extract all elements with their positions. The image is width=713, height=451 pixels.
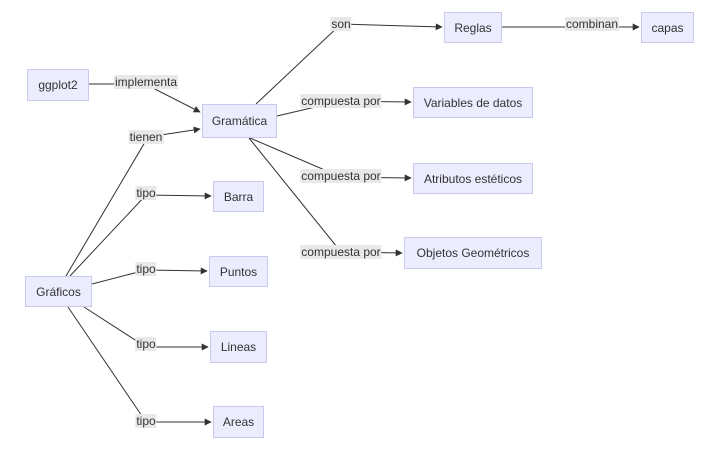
edge-label-son: son	[330, 17, 352, 31]
node-graficos[interactable]: Gráficos	[25, 276, 92, 307]
node-ggplot2-label: ggplot2	[38, 78, 78, 92]
edge-label-tipo-puntos: tipo	[135, 262, 157, 276]
node-barra-label: Barra	[223, 189, 254, 204]
node-atributos-label: Atributos estéticos	[423, 171, 523, 186]
edge-label-tipo-areas: tipo	[135, 414, 157, 428]
node-variables-de-datos[interactable]: Variables de datos	[413, 87, 533, 118]
edge-label-tienen: tienen	[128, 130, 164, 144]
node-areas-label: Areas	[222, 415, 255, 429]
edge-label-compuesta-por-variables: compuesta por	[300, 94, 382, 108]
node-capas[interactable]: capas	[641, 12, 694, 43]
node-ggplot2[interactable]: ggplot2	[27, 69, 89, 101]
edge-label-compuesta-por-atributos: compuesta por	[300, 169, 382, 183]
node-reglas[interactable]: Reglas	[444, 12, 502, 43]
node-capas-label: capas	[651, 20, 684, 35]
edge-gramatica-to-objetos	[248, 137, 403, 257]
edge-label-tipo-lineas: tipo	[135, 337, 157, 351]
node-objetos-label: Objetos Geométricos	[416, 246, 530, 260]
node-gramatica-label: Gramática	[211, 114, 268, 128]
node-areas[interactable]: Areas	[213, 406, 264, 438]
node-gramatica[interactable]: Gramática	[202, 104, 277, 138]
node-puntos-label: Puntos	[219, 264, 258, 279]
node-puntos[interactable]: Puntos	[209, 256, 268, 287]
node-barra[interactable]: Barra	[213, 181, 264, 212]
node-lineas[interactable]: Lineas	[210, 331, 267, 363]
edge-label-tipo-barra: tipo	[135, 186, 157, 200]
edge-label-combinan: combinan	[564, 17, 620, 31]
edge-label-compuesta-por-objetos: compuesta por	[300, 245, 382, 259]
node-variables-label: Variables de datos	[423, 95, 523, 110]
edge-label-implementa: implementa	[113, 75, 179, 89]
node-objetos-geometricos[interactable]: Objetos Geométricos	[404, 237, 542, 269]
node-lineas-label: Lineas	[220, 340, 257, 354]
edge-graficos-to-areas	[67, 306, 212, 426]
node-reglas-label: Reglas	[454, 20, 492, 35]
edge-graficos-to-gramatica	[65, 126, 201, 277]
node-graficos-label: Gráficos	[36, 284, 81, 299]
node-atributos-esteticos[interactable]: Atributos estéticos	[413, 163, 533, 194]
